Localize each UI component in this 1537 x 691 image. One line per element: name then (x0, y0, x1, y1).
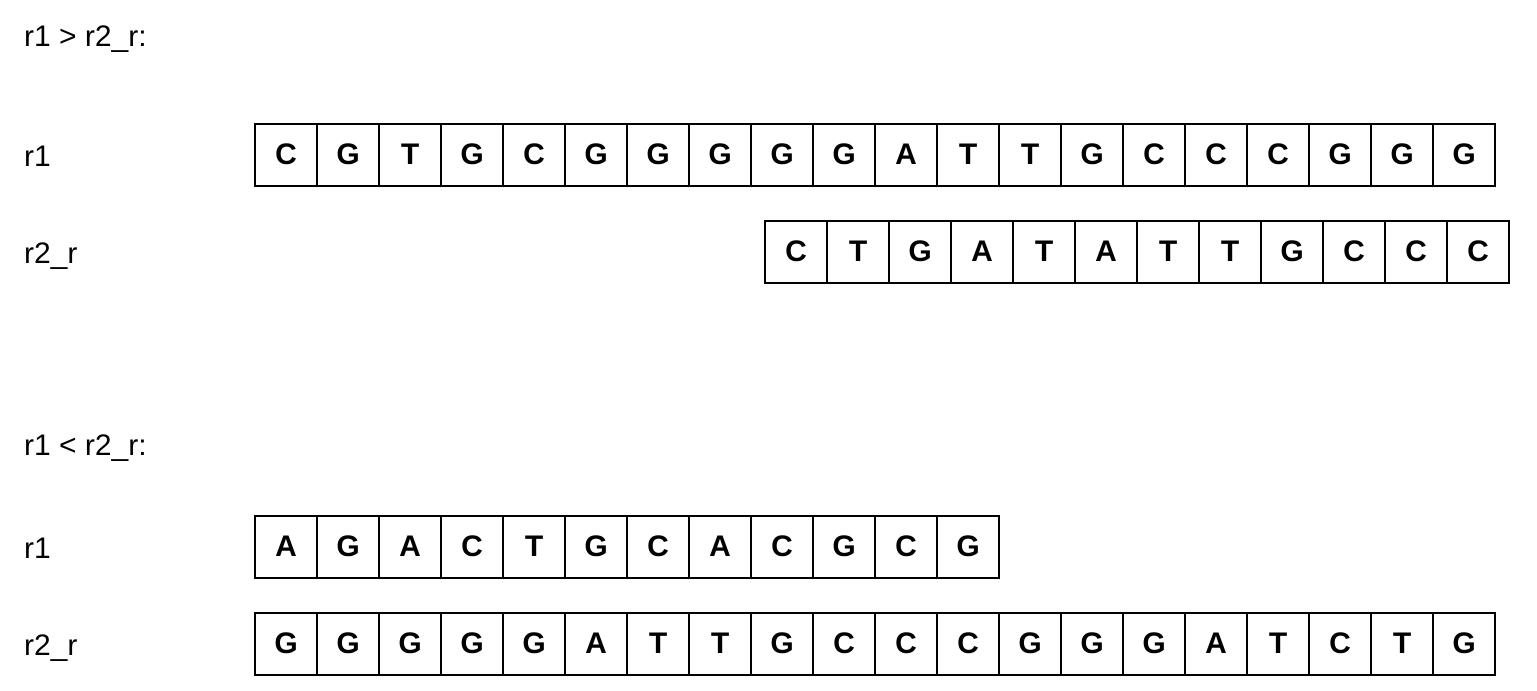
base-cell: G (812, 515, 876, 579)
base-cell: T (378, 123, 442, 187)
base-cell: G (316, 123, 380, 187)
base-cell: T (1198, 220, 1262, 284)
base-cell: C (1384, 220, 1448, 284)
base-cell: C (764, 220, 828, 284)
base-cell: G (502, 612, 566, 676)
base-cell: A (874, 123, 938, 187)
base-cell: G (316, 612, 380, 676)
base-cell: A (564, 612, 628, 676)
base-cell: T (502, 515, 566, 579)
section-title-r1-less: r1 < r2_r: (24, 429, 147, 462)
base-cell: G (626, 123, 690, 187)
base-cell: A (254, 515, 318, 579)
base-cell: T (826, 220, 890, 284)
base-cell: G (1432, 123, 1496, 187)
base-cell: G (750, 612, 814, 676)
row-label-r2-r: r2_r (24, 629, 78, 662)
base-cell: T (1370, 612, 1434, 676)
base-cell: G (1432, 612, 1496, 676)
base-cell: G (888, 220, 952, 284)
base-cell: G (812, 123, 876, 187)
base-cell: C (1322, 220, 1386, 284)
base-cell: C (750, 515, 814, 579)
base-cell: A (378, 515, 442, 579)
row-label-r1: r1 (24, 532, 51, 565)
base-cell: A (950, 220, 1014, 284)
base-cell: C (1308, 612, 1372, 676)
base-cell: T (1012, 220, 1076, 284)
row-label-r2-r: r2_r (24, 237, 78, 270)
base-cell: C (812, 612, 876, 676)
base-cell: G (316, 515, 380, 579)
base-cell: C (1446, 220, 1510, 284)
base-cell: G (936, 515, 1000, 579)
base-cell: T (1136, 220, 1200, 284)
base-cell: C (440, 515, 504, 579)
base-cell: A (1074, 220, 1138, 284)
base-cell: G (440, 123, 504, 187)
base-cell: T (1246, 612, 1310, 676)
base-cell: G (1060, 123, 1124, 187)
base-cell: G (688, 123, 752, 187)
base-cell: G (1122, 612, 1186, 676)
base-cell: G (998, 612, 1062, 676)
base-cell: C (1122, 123, 1186, 187)
base-cell: T (626, 612, 690, 676)
base-cell: G (1308, 123, 1372, 187)
base-cell: A (688, 515, 752, 579)
base-cell: G (1260, 220, 1324, 284)
base-cell: C (254, 123, 318, 187)
base-cell: C (1184, 123, 1248, 187)
base-cell: C (626, 515, 690, 579)
base-cell: C (1246, 123, 1310, 187)
base-cell: G (440, 612, 504, 676)
base-cell: G (750, 123, 814, 187)
base-cell: C (874, 612, 938, 676)
base-cell: C (502, 123, 566, 187)
section-title-r1-greater: r1 > r2_r: (24, 20, 147, 53)
base-cell: T (998, 123, 1062, 187)
base-cell: G (564, 123, 628, 187)
base-cell: G (1060, 612, 1124, 676)
base-cell: G (1370, 123, 1434, 187)
base-cell: C (874, 515, 938, 579)
base-cell: G (564, 515, 628, 579)
row-label-r1: r1 (24, 140, 51, 173)
base-cell: A (1184, 612, 1248, 676)
base-cell: G (254, 612, 318, 676)
base-cell: C (936, 612, 1000, 676)
base-cell: T (688, 612, 752, 676)
base-cell: T (936, 123, 1000, 187)
base-cell: G (378, 612, 442, 676)
